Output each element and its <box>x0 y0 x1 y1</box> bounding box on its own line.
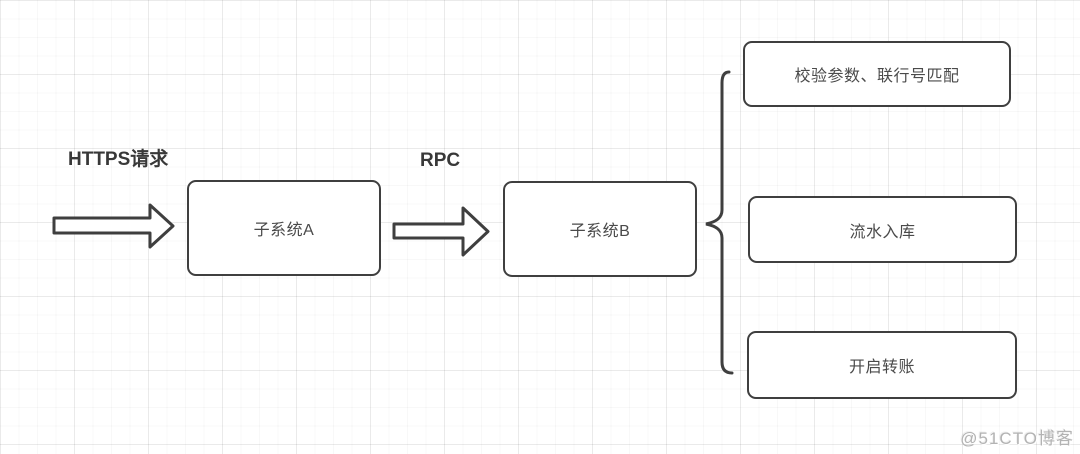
block-arrow-rpc-icon <box>392 206 490 257</box>
curly-brace-icon <box>705 70 734 375</box>
node-subsystem-b: 子系统B <box>503 181 697 277</box>
https-request-label: HTTPS请求 <box>68 149 169 170</box>
node-subsystem-b-label: 子系统B <box>569 223 631 240</box>
node-task-validate-params-label: 校验参数、联行号匹配 <box>794 68 960 85</box>
node-subsystem-a: 子系统A <box>187 180 381 276</box>
node-subsystem-a-label: 子系统A <box>253 222 315 239</box>
node-task-validate-params: 校验参数、联行号匹配 <box>743 41 1011 107</box>
node-task-store-transaction: 流水入库 <box>748 196 1017 263</box>
node-task-start-transfer-label: 开启转账 <box>848 359 915 376</box>
node-task-store-transaction-label: 流水入库 <box>849 223 916 241</box>
rpc-label: RPC <box>420 150 461 171</box>
watermark: @51CTO博客 <box>960 429 1074 448</box>
node-task-start-transfer: 开启转账 <box>747 331 1017 399</box>
block-arrow-https-icon <box>52 203 175 249</box>
